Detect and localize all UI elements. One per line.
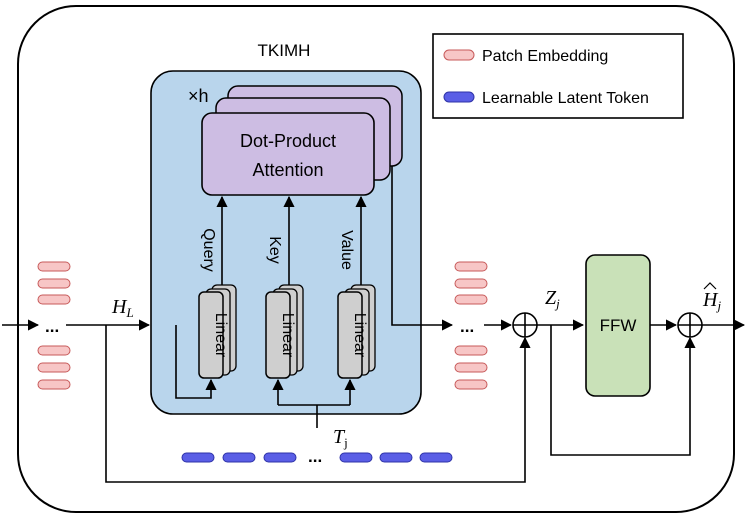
latent-token (181, 452, 215, 463)
linear-key-box (265, 291, 291, 379)
patch-token (37, 379, 71, 390)
input-ellipsis: ... (45, 317, 59, 336)
residual-line-2 (550, 325, 696, 456)
latent-token (419, 452, 453, 463)
hl-label: HL (111, 296, 134, 320)
linear-query-label: Linear (212, 313, 229, 358)
zj-label: Zj (545, 287, 560, 311)
patch-token (37, 362, 71, 373)
value-label: Value (338, 230, 355, 270)
patch-token (454, 362, 488, 373)
heads-label: ×h (188, 86, 209, 106)
patch-token (37, 345, 71, 356)
patch-token (37, 278, 71, 289)
latent-token (379, 452, 413, 463)
legend-box (432, 33, 684, 119)
attention-label-line2: Attention (252, 160, 323, 180)
hhat-label: Hj (702, 282, 721, 313)
latent-tokens (181, 452, 453, 463)
patch-embeddings-right (454, 261, 488, 390)
attention-output-line (391, 166, 454, 331)
adder-2 (677, 312, 703, 338)
linear-query-box (198, 291, 224, 379)
linear-value-box (337, 291, 363, 379)
svg-text:Hj: Hj (702, 289, 721, 313)
latent-token (339, 452, 373, 463)
linear-key-label: Linear (279, 313, 296, 358)
residual-line-1 (105, 325, 531, 483)
linear-query-group: Linear (198, 284, 237, 379)
patch-token (37, 261, 71, 272)
latent-ellipsis: ... (308, 447, 322, 466)
block-title: TKIMH (258, 41, 311, 60)
key-label: Key (266, 236, 283, 264)
patch-token (454, 261, 488, 272)
tj-label: Tj (333, 426, 348, 450)
legend-patch-label: Patch Embedding (482, 48, 608, 65)
latent-token (263, 452, 297, 463)
patch-token (454, 379, 488, 390)
patch-token (454, 345, 488, 356)
linear-value-group: Linear (337, 284, 376, 379)
legend-latent-swatch (443, 91, 475, 103)
patch-embeddings-left (37, 261, 71, 390)
dot-product-attention-box (201, 112, 375, 196)
query-label: Query (200, 228, 217, 272)
patch-token (37, 294, 71, 305)
legend-latent-label: Learnable Latent Token (482, 90, 649, 107)
latent-token (222, 452, 256, 463)
legend-patch-swatch (443, 49, 475, 61)
ffw-label: FFW (600, 316, 637, 335)
hl-to-query-line (175, 325, 217, 399)
output-ellipsis: ... (460, 317, 474, 336)
attention-label-line1: Dot-Product (240, 131, 336, 151)
patch-token (454, 278, 488, 289)
linear-key-group: Linear (265, 284, 304, 379)
patch-token (454, 294, 488, 305)
outer-frame (17, 5, 735, 513)
adder-1 (512, 312, 538, 338)
linear-value-label: Linear (351, 313, 368, 358)
